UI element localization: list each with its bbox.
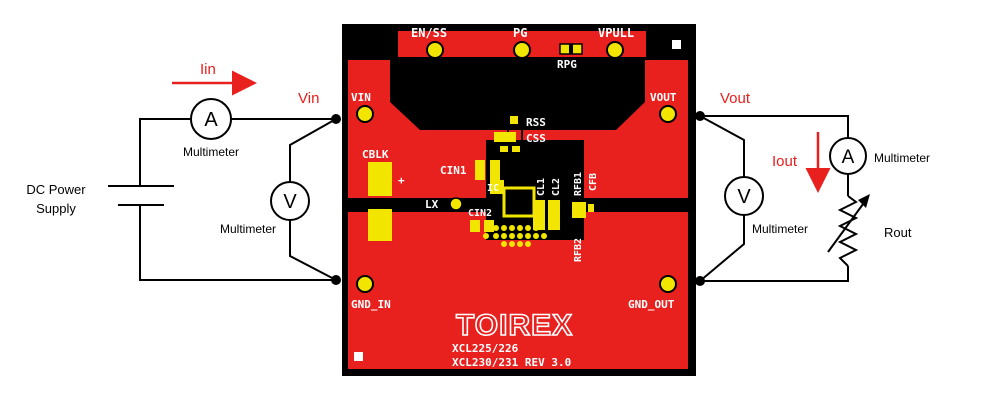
voltmeter-out-glyph: V [737,186,751,208]
ammeter-in-glyph: A [204,109,218,131]
rout-label: Rout [884,225,912,240]
label-gnd-out: GND_OUT [628,298,675,311]
label-vin-pad: VIN [351,91,371,104]
pcb-board [342,24,696,376]
dc-supply-symbol [108,168,174,218]
voltmeter-in-glyph: V [283,191,297,213]
label-cin2: CIN2 [468,208,492,219]
label-cin1: CIN1 [440,164,467,177]
ammeter-out-symbol [829,137,867,175]
model-line-1: XCL225/226 [452,342,519,355]
gnd-in-junction [331,275,341,285]
vin-label: Vin [298,90,319,107]
ammeter-in-label: Multimeter [183,145,239,159]
label-vout-pad: VOUT [650,91,677,104]
voltmeter-in-wire-top [289,118,337,183]
ammeter-out-label: Multimeter [874,151,930,165]
label-rss: RSS [526,116,546,129]
label-cl1: CL1 [536,178,547,196]
ammeter-out-glyph: A [842,147,855,168]
label-vpull: VPULL [598,26,634,40]
output-circuit [699,115,849,282]
gnd-out-junction [695,276,705,286]
circuit-labels: DC Power Supply Iin Vin A Multimeter V M… [26,61,930,240]
label-cl2: CL2 [551,178,562,196]
label-rfb1: RFB1 [573,172,584,196]
label-lx: LX [425,198,439,211]
voltmeter-in-symbol [270,181,310,221]
rout-symbol [827,194,870,267]
input-circuit [139,118,337,281]
model-line-2: XCL230/231 REV 3.0 [452,356,571,369]
logo: TOIREX [456,309,573,342]
board-labels: EN/SS PG VPULL RPG VIN VOUT RSS CSS CBLK… [351,26,677,369]
iin-label: Iin [200,61,216,78]
label-cblk: CBLK [362,148,389,161]
label-pg: PG [513,26,527,40]
voltmeter-out-symbol [724,176,764,216]
label-rfb2: RFB2 [573,238,584,262]
voltmeter-out-label: Multimeter [752,222,808,236]
output-top-wire [700,115,849,138]
voltmeter-in-label: Multimeter [220,222,276,236]
voltmeter-in-wire-bottom [289,219,337,281]
vout-label: Vout [720,90,751,107]
dc-supply-label-1: DC Power [26,182,86,197]
input-top-wire [139,118,190,168]
voltmeter-out-wire-bottom [699,214,745,282]
label-gnd-in: GND_IN [351,298,391,311]
vout-junction [695,111,705,121]
label-cfb: CFB [588,173,599,191]
label-css: CSS [526,132,546,145]
input-bottom-wire [139,218,336,281]
label-en-ss: EN/SS [411,26,447,40]
voltmeter-out-wire-top [699,115,745,178]
vin-junction [331,114,341,124]
output-bottom-wire [700,266,849,282]
label-ic: IC [487,183,499,194]
label-rpg: RPG [557,58,577,71]
dc-supply-label-2: Supply [36,201,76,216]
ammeter-in-symbol [190,98,232,140]
iout-label: Iout [772,153,798,170]
label-plus: + [398,174,405,187]
